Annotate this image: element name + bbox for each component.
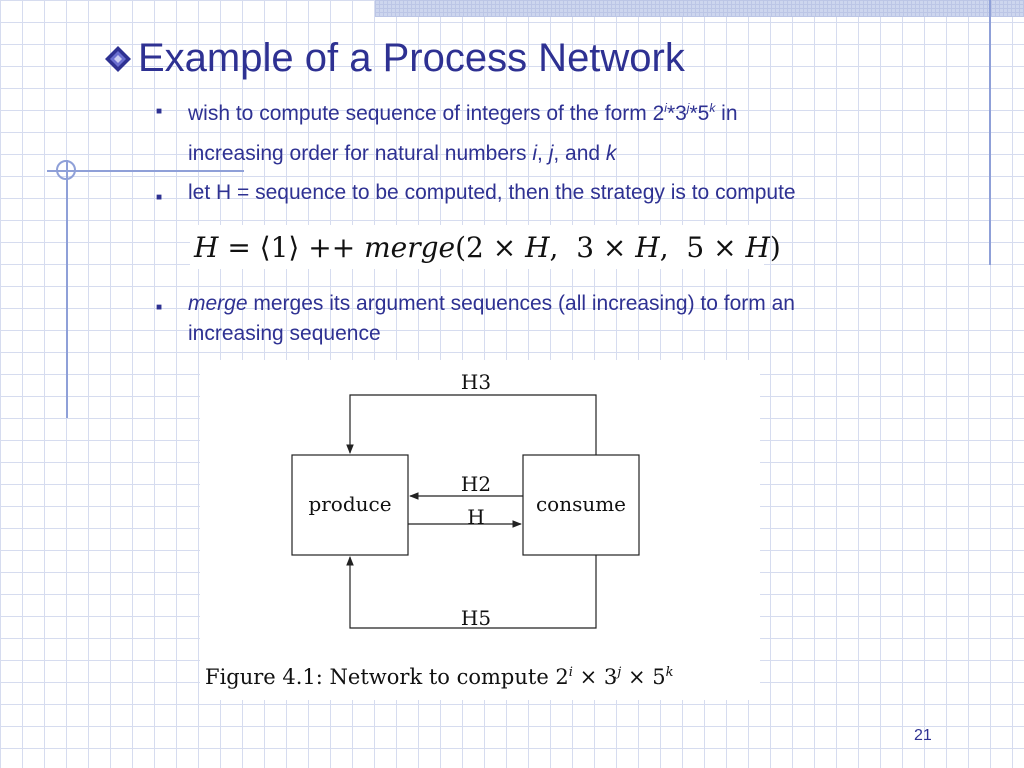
bullet-2-text: let H = sequence to be computed, then th… <box>188 181 796 204</box>
merge-formula: H = ⟨1⟩ ++ merge(2 × H, 3 × H, 5 × H) <box>190 225 781 269</box>
consume-label: consume <box>536 492 626 516</box>
process-network-figure <box>200 360 760 700</box>
top-decorative-band <box>375 0 1024 17</box>
h3-label: H3 <box>461 370 491 394</box>
produce-label: produce <box>308 492 391 516</box>
h5-channel <box>346 555 597 629</box>
figure-caption: Figure 4.1: Network to compute 2i × 3j ×… <box>205 665 674 689</box>
page-number: 21 <box>914 727 932 744</box>
h-label: H <box>467 505 484 529</box>
slide-title: Example of a Process Network <box>138 36 685 80</box>
left-horizontal-rule <box>47 170 244 172</box>
left-circle-ornament <box>56 160 76 180</box>
square-bullet-icon: ■ <box>156 302 163 313</box>
bullet-3-line-2: increasing sequence <box>188 322 381 345</box>
square-bullet-icon: ■ <box>156 192 163 203</box>
diamond-bullet-icon <box>105 45 131 72</box>
produce-box <box>291 454 409 556</box>
left-vertical-rule <box>66 160 68 418</box>
bullet-1-line-1: wish to compute sequence of integers of … <box>188 101 738 125</box>
right-vertical-rule <box>989 0 991 265</box>
bullet-3-line-1: merge merges its argument sequences (all… <box>188 292 795 315</box>
bullet-1-line-2: increasing order for natural numbers i, … <box>188 142 617 165</box>
h2-label: H2 <box>461 472 491 496</box>
consume-box <box>522 454 640 556</box>
h5-label: H5 <box>461 606 491 630</box>
title-row: Example of a Process Network <box>104 36 685 81</box>
h3-channel <box>346 394 597 455</box>
square-bullet-icon: ■ <box>156 106 163 117</box>
